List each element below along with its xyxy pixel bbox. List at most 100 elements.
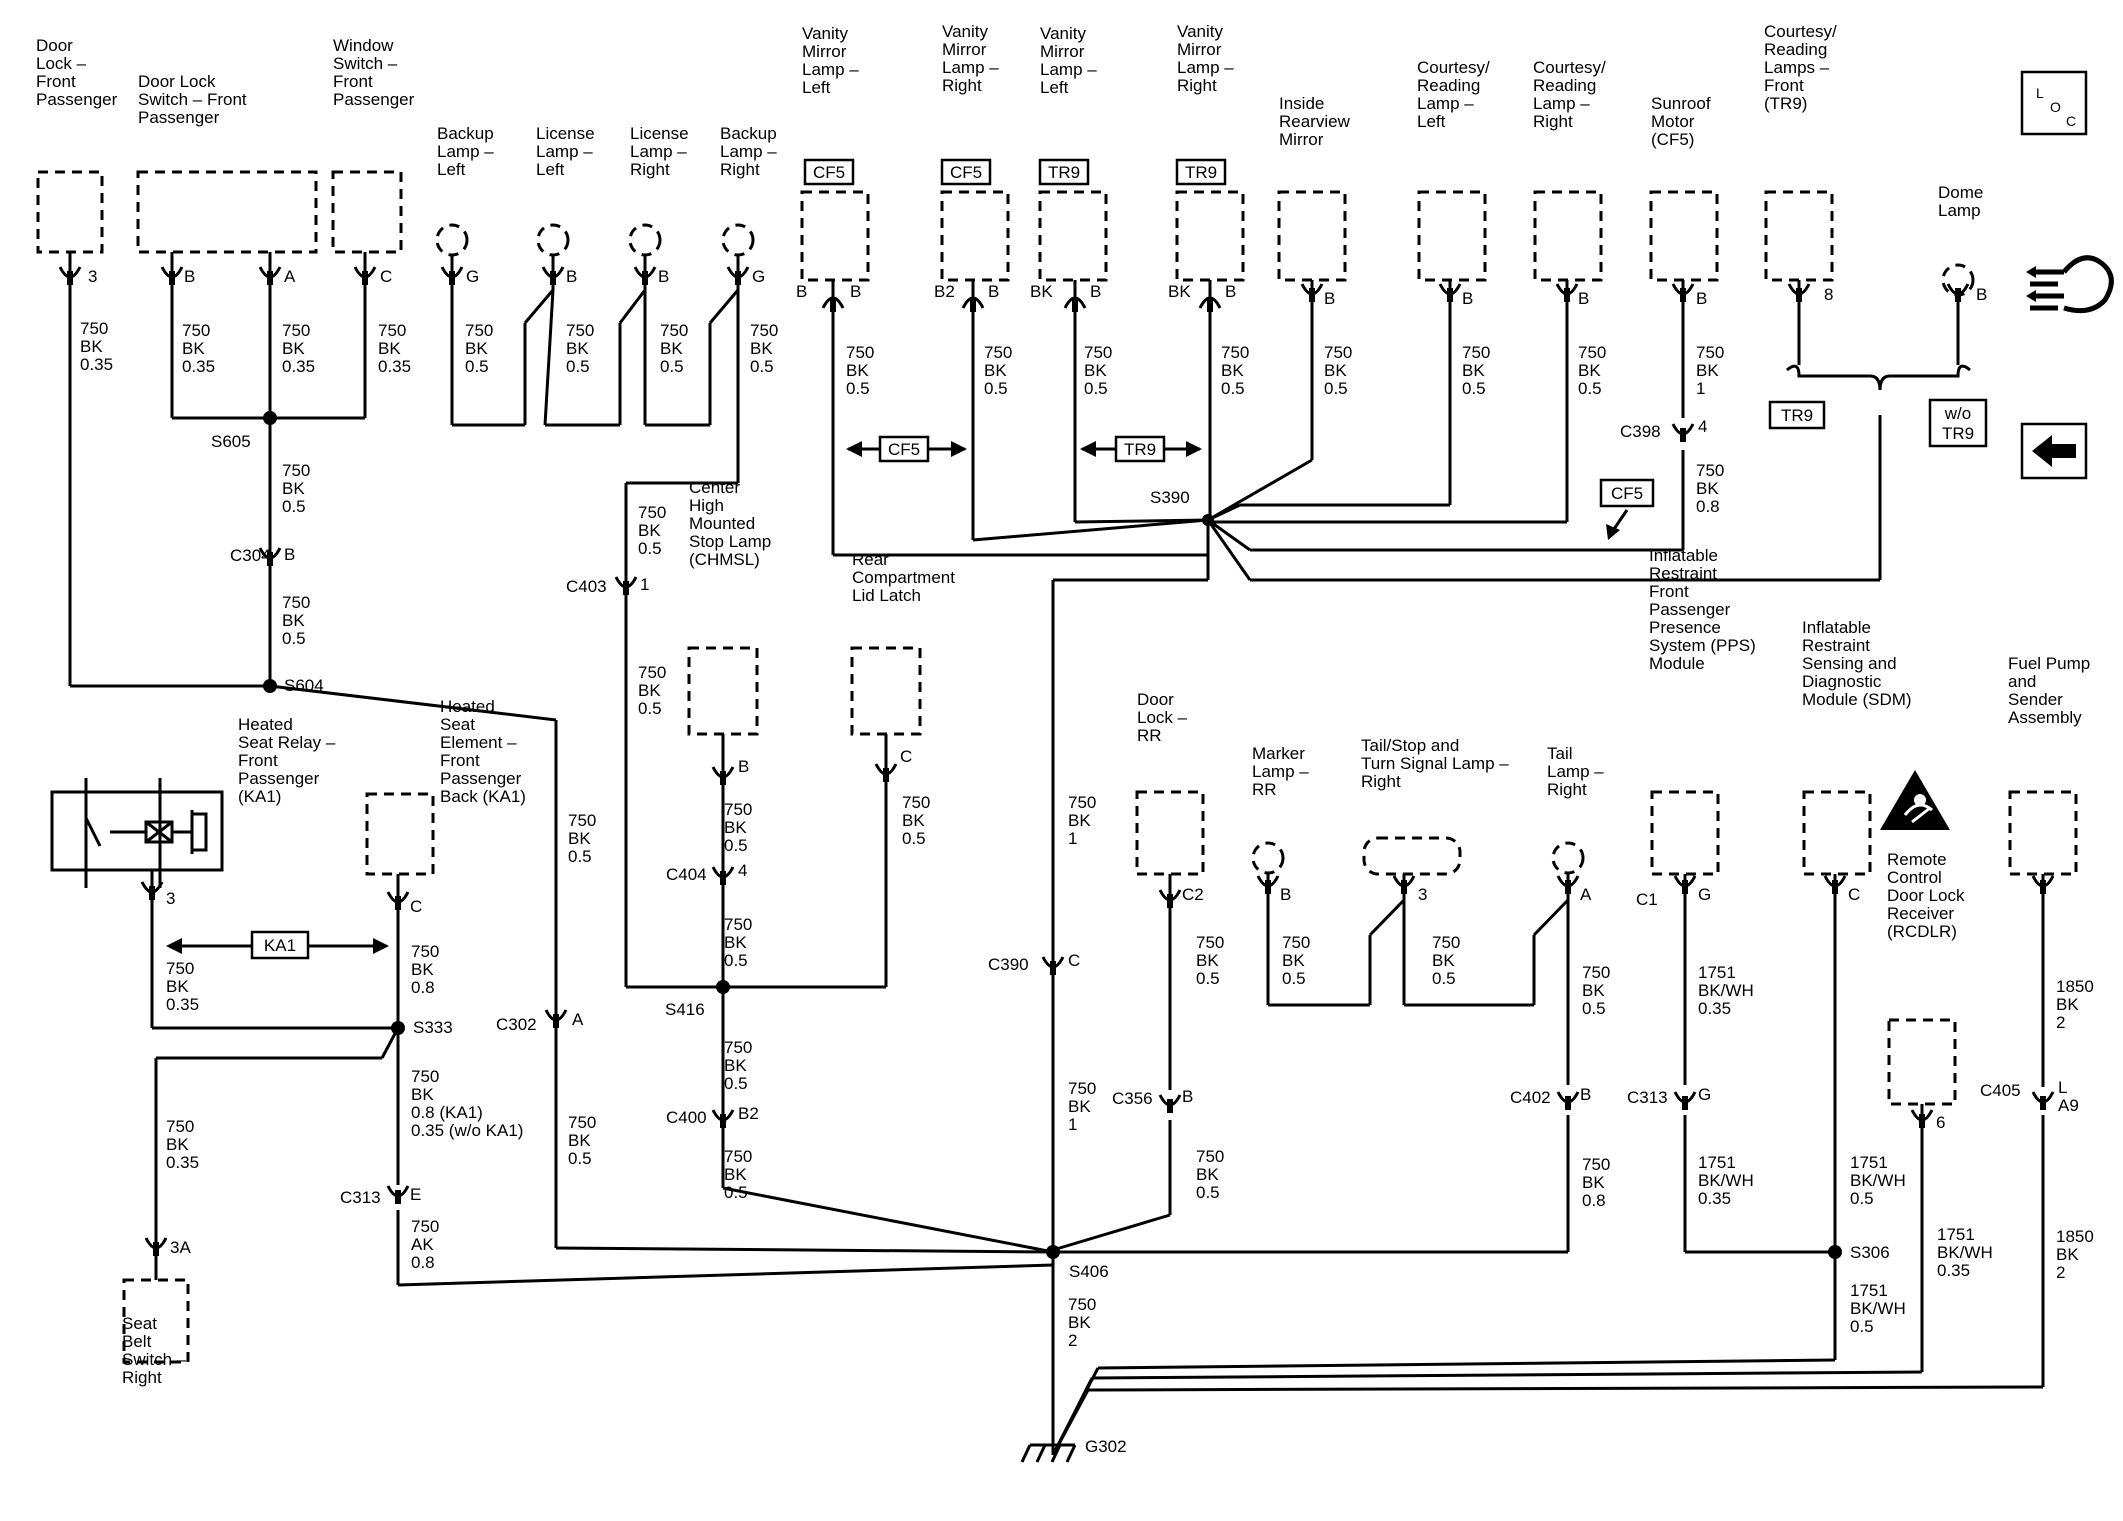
wires (68, 275, 2045, 1456)
courtesy-lamp-left-box (1417, 190, 1487, 282)
connector-cups (58, 266, 2055, 1256)
backup-lamp-right-box (721, 223, 755, 257)
connector-pin (970, 298, 976, 312)
loc-letter: O (2050, 99, 2061, 115)
option-tag-label: TR9 (1781, 406, 1813, 425)
pin-label: B (1462, 289, 1473, 308)
splice-label: S390 (1150, 488, 1190, 507)
pin-label: B (1976, 285, 1987, 304)
connector-pin (395, 1190, 401, 1204)
seat-belt-switch-box (122, 1278, 190, 1364)
connector-pin (67, 271, 73, 285)
pin-label: BK (1168, 282, 1191, 301)
connector-label: C356 (1112, 1089, 1153, 1108)
connector-pin (830, 298, 836, 312)
option-tag-label: CF5 (950, 163, 982, 182)
pin-label: B (850, 282, 861, 301)
pin-label: L (2058, 1078, 2067, 1097)
connector-pin (395, 896, 401, 910)
splice-dots (263, 411, 1842, 1259)
connector-pin (1167, 1099, 1173, 1113)
pin-label: B (566, 267, 577, 286)
pin-label: B2 (934, 282, 955, 301)
pin-label: G (752, 267, 765, 286)
connector-pin (153, 1242, 159, 1256)
pin-label: A9 (2058, 1096, 2079, 1115)
connector-pin (362, 271, 368, 285)
pin-label: 3 (166, 889, 175, 908)
harness-icon[interactable] (2026, 255, 2114, 314)
marker-lamp-rr-box (1251, 841, 1285, 875)
door-lock-switch-box (136, 170, 318, 254)
connector-label: C302 (496, 1015, 537, 1034)
connector-pin (1207, 298, 1213, 312)
loc-letter: L (2036, 85, 2044, 101)
connector-pin (642, 271, 648, 285)
back-arrow-icon[interactable] (2020, 422, 2088, 480)
door-lock-front-passenger-box (36, 170, 104, 254)
pin-label: C (410, 897, 422, 916)
connector-pin (1682, 1096, 1688, 1110)
loc-icon[interactable]: L O C (2020, 70, 2088, 136)
vanity-mirror-right-box-2 (1175, 190, 1245, 282)
tail-stop-turn-lamp-box (1362, 836, 1462, 876)
pin-label: C (1068, 951, 1080, 970)
connector-label: C304 (230, 546, 271, 565)
pin-label: 3A (170, 1238, 191, 1257)
connector-label: C405 (1980, 1081, 2021, 1100)
option-tag-label: TR9 (1048, 163, 1080, 182)
option-tags: CF5 CF5 TR9 TR9 CF5 TR9 TR9 w/o TR9 CF5 … (166, 158, 1988, 960)
splice-label: S605 (211, 432, 251, 451)
pin-label: C (900, 747, 912, 766)
connector-pin (149, 886, 155, 900)
connector-pin (1309, 288, 1315, 302)
connector-pin (720, 1114, 726, 1128)
connector-pin (883, 768, 889, 782)
connector-pin (2040, 1096, 2046, 1110)
pin-label: G (1698, 885, 1711, 904)
pin-label: B (184, 267, 195, 286)
pps-module-box (1650, 790, 1720, 876)
pin-label: B (1578, 289, 1589, 308)
connector-pin (1680, 428, 1686, 442)
pin-label: A (284, 267, 296, 286)
connector-pin (1072, 298, 1078, 312)
connector-label: C313 (340, 1188, 381, 1207)
connector-pin (267, 271, 273, 285)
